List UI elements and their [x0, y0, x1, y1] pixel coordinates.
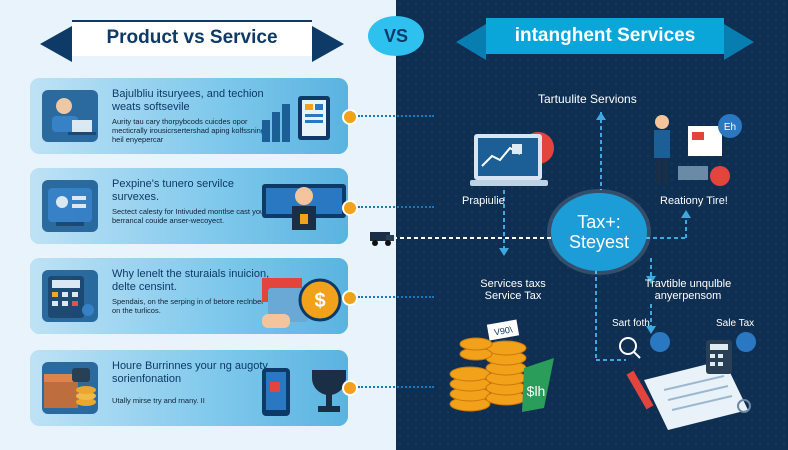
support-person-icon — [262, 180, 346, 232]
tax-center-node: Tax+: Steyest — [551, 193, 647, 271]
sart-label: Sart foth — [612, 318, 650, 329]
card-4-heading: Houre Burrinnes your ng augoty sorienfon… — [112, 360, 268, 385]
coin-stacks-icon: V90\ $lh — [448, 318, 558, 423]
tangible-label: Travtible unqulble anyerpensom — [628, 278, 748, 302]
info-card-4: Houre Burrinnes your ng augoty sorienfon… — [30, 350, 348, 426]
info-card-1: Bajulbliu itsuryees, and techion weats s… — [30, 78, 348, 154]
card-2-text: Sectect calesty for Intivuded montlse ca… — [112, 207, 267, 225]
headset-agent-icon — [42, 180, 98, 232]
connection-lines — [396, 112, 691, 361]
vs-label: VS — [383, 25, 408, 46]
laptop-chart-icon — [470, 130, 554, 197]
connector-line-4 — [358, 386, 434, 388]
board-label: Eh — [724, 122, 736, 133]
bar-chart-tablet-icon — [262, 90, 334, 142]
card-1-text: Aurity tau cary thorpybcods cuicdes opor… — [112, 117, 265, 144]
svg-text:$: $ — [314, 290, 325, 312]
connector-dot-2 — [342, 200, 358, 216]
services-tax-line-1: Services taxs — [480, 278, 546, 290]
connector-line-1 — [358, 115, 434, 117]
services-tax-line-2: Service Tax — [484, 290, 542, 302]
tangible-services-label: Tartuulite Servions — [538, 92, 637, 106]
tablet-trophy-icon — [262, 362, 346, 416]
info-card-2: Pexpine's tunero servilce survexes. Sect… — [30, 168, 348, 244]
right-branch-label: Reationy Tire! — [660, 195, 728, 207]
product-vs-service-banner: Product vs Service — [40, 20, 344, 62]
center-line-2: Steyest — [568, 232, 630, 252]
sale-tax-label: Sale Tax — [716, 318, 755, 329]
card-1-heading: Bajulbliu itsuryees, and techion weats s… — [112, 88, 264, 113]
left-branch-label: Prapiulie — [462, 195, 505, 207]
card-2-heading: Pexpine's tunero servilce survexes. — [112, 178, 234, 203]
services-tax-label: Services taxs Service Tax — [468, 278, 558, 302]
connector-dot-1 — [342, 109, 358, 125]
connector-dot-4 — [342, 380, 358, 396]
card-3-text: Spendais, on the serping in of betore re… — [112, 297, 264, 315]
card-4-text: Utally mirse try and rnany. II — [112, 396, 205, 405]
coin-label: $lh — [527, 383, 546, 399]
connector-line-2 — [358, 206, 434, 208]
left-title: Product vs Service — [106, 27, 278, 48]
connector-dot-3 — [342, 290, 358, 306]
right-title: intanghent Services — [514, 25, 696, 46]
person-laptop-icon — [42, 90, 98, 142]
connector-line-3 — [358, 296, 434, 298]
card-3-heading: Why lenelt the sturaials inuicion, delte… — [112, 268, 270, 293]
tangible-line-1: Travtible unqulble — [644, 278, 732, 290]
vs-badge: VS — [368, 16, 424, 56]
intangible-services-banner: intanghent Services — [456, 18, 754, 60]
receipt-calculator-icon — [614, 330, 774, 435]
note-label: V90\ — [493, 324, 513, 337]
dollar-coin-hand-icon: $ — [262, 270, 342, 328]
center-line-1: Tax+: — [577, 212, 621, 232]
presenter-board-icon: Eh — [648, 112, 748, 195]
info-card-3: Why lenelt the sturaials inuicion, delte… — [30, 258, 348, 334]
vehicle-icon — [368, 230, 396, 251]
box-coins-icon — [42, 362, 98, 414]
calculator-icon — [42, 270, 98, 322]
tangible-line-2: anyerpensom — [654, 290, 722, 302]
